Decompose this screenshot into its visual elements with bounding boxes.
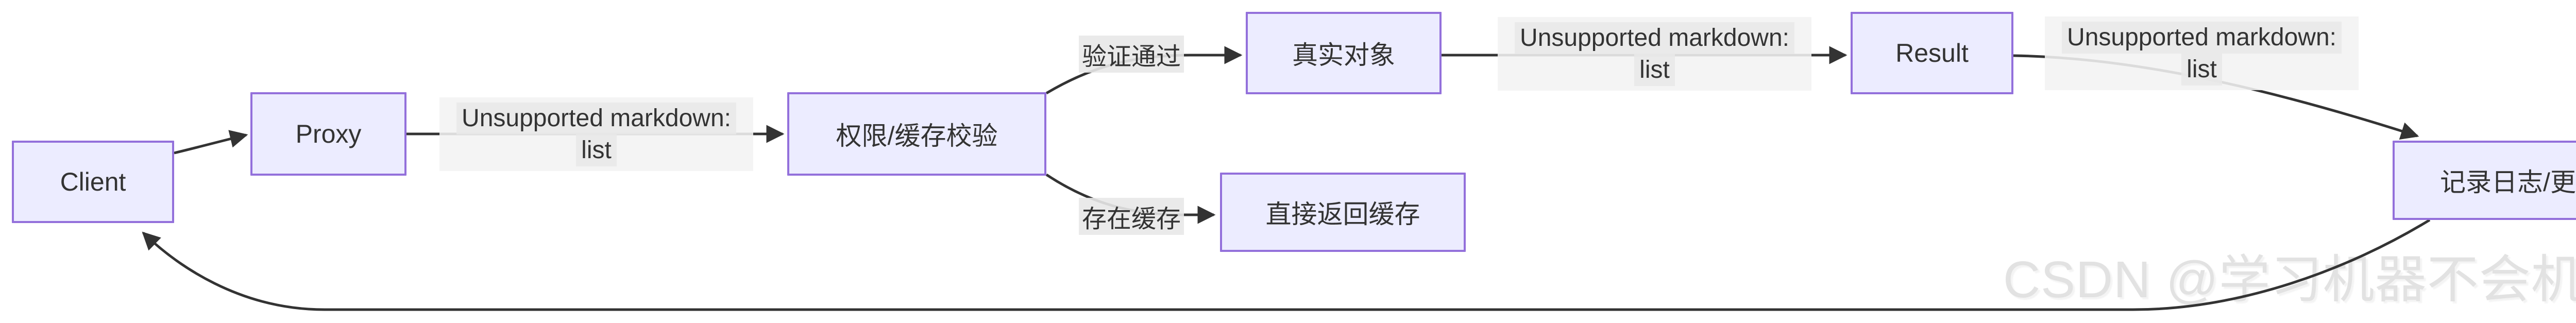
flow-node-real-object: 真实对象 [1246,12,1442,94]
edge-label-line2: list [2181,53,2222,86]
flow-node-permission-cache-check: 权限/缓存校验 [787,92,1046,176]
edge-label-line1: Unsupported markdown: [1515,22,1794,54]
edge-label-cache-exists: 存在缓存 [1079,198,1184,235]
edge-label-line1: Unsupported markdown: [456,102,736,134]
flow-node-result: Result [1851,12,2013,94]
edge-label-line2: list [576,134,617,166]
edge-label-real-to-result: Unsupported markdown: list [1498,17,1811,91]
edge-label-proxy-to-check: Unsupported markdown: list [439,97,753,171]
edge-label-line2: list [1634,54,1675,86]
edge-label-result-to-log: Unsupported markdown: list [2045,16,2359,90]
flow-node-log-update-cache: 记录日志/更新缓存 [2393,141,2576,220]
edge-log-to-client [142,218,2431,311]
edge-label-line1: Unsupported markdown: [2062,21,2342,54]
flow-node-client: Client [12,141,174,223]
flow-node-return-cache-directly: 直接返回缓存 [1220,173,1466,252]
flow-node-proxy: Proxy [250,92,406,176]
edge-client-to-proxy [174,130,248,155]
edge-label-validation-passed: 验证通过 [1079,36,1184,73]
csdn-watermark: CSDN @学习机器不会机器学习 [2003,251,2576,309]
